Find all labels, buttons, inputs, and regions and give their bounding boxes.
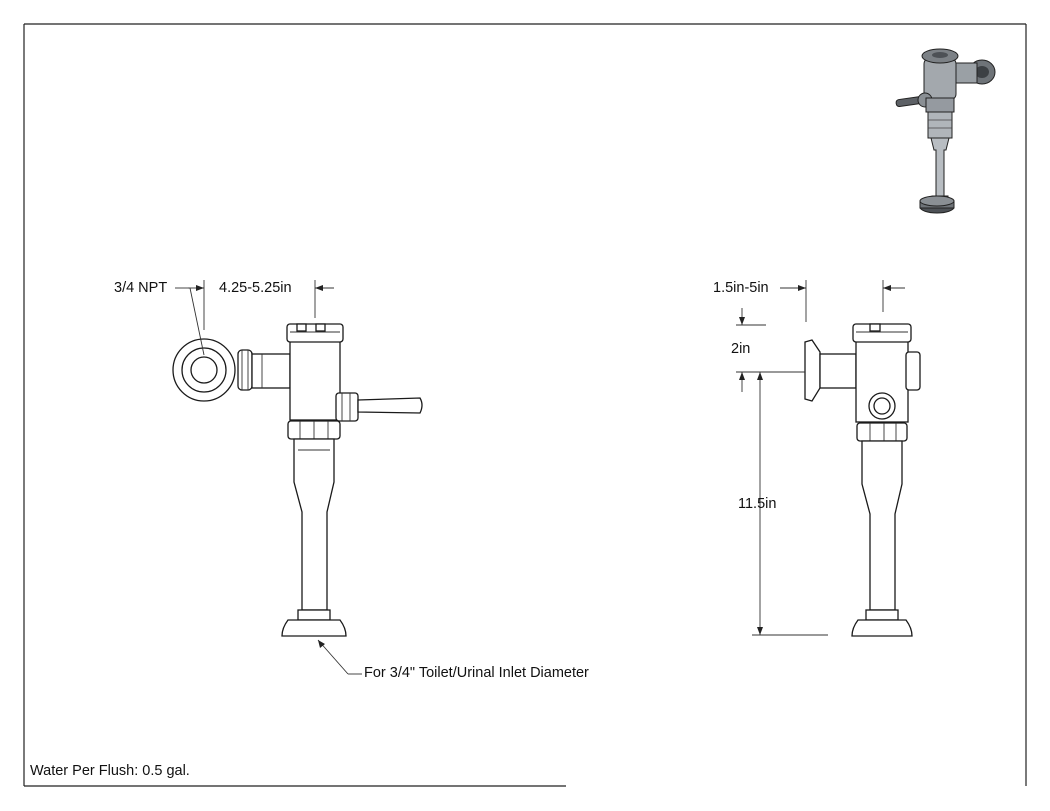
water-per-flush-note: Water Per Flush: 0.5 gal.: [30, 763, 190, 779]
rough-width-dimension: 4.25-5.25in: [219, 280, 292, 296]
npt-label: 3/4 NPT: [114, 280, 168, 296]
flushometer-isometric-thumbnail-icon: [895, 48, 996, 214]
sheet-border: [23, 23, 1027, 787]
inlet-note-label: For 3/4" Toilet/Urinal Inlet Diameter: [364, 665, 589, 681]
height-dimension: 11.5in: [738, 496, 777, 512]
side-view-dimensions: [736, 280, 905, 636]
top-drop-dimension: 2in: [731, 341, 751, 357]
flushometer-front-view-icon: [172, 323, 423, 637]
flushometer-side-view-icon: [804, 323, 921, 637]
front-view-dimensions: [175, 280, 362, 675]
offset-dimension: 1.5in-5in: [713, 280, 769, 296]
